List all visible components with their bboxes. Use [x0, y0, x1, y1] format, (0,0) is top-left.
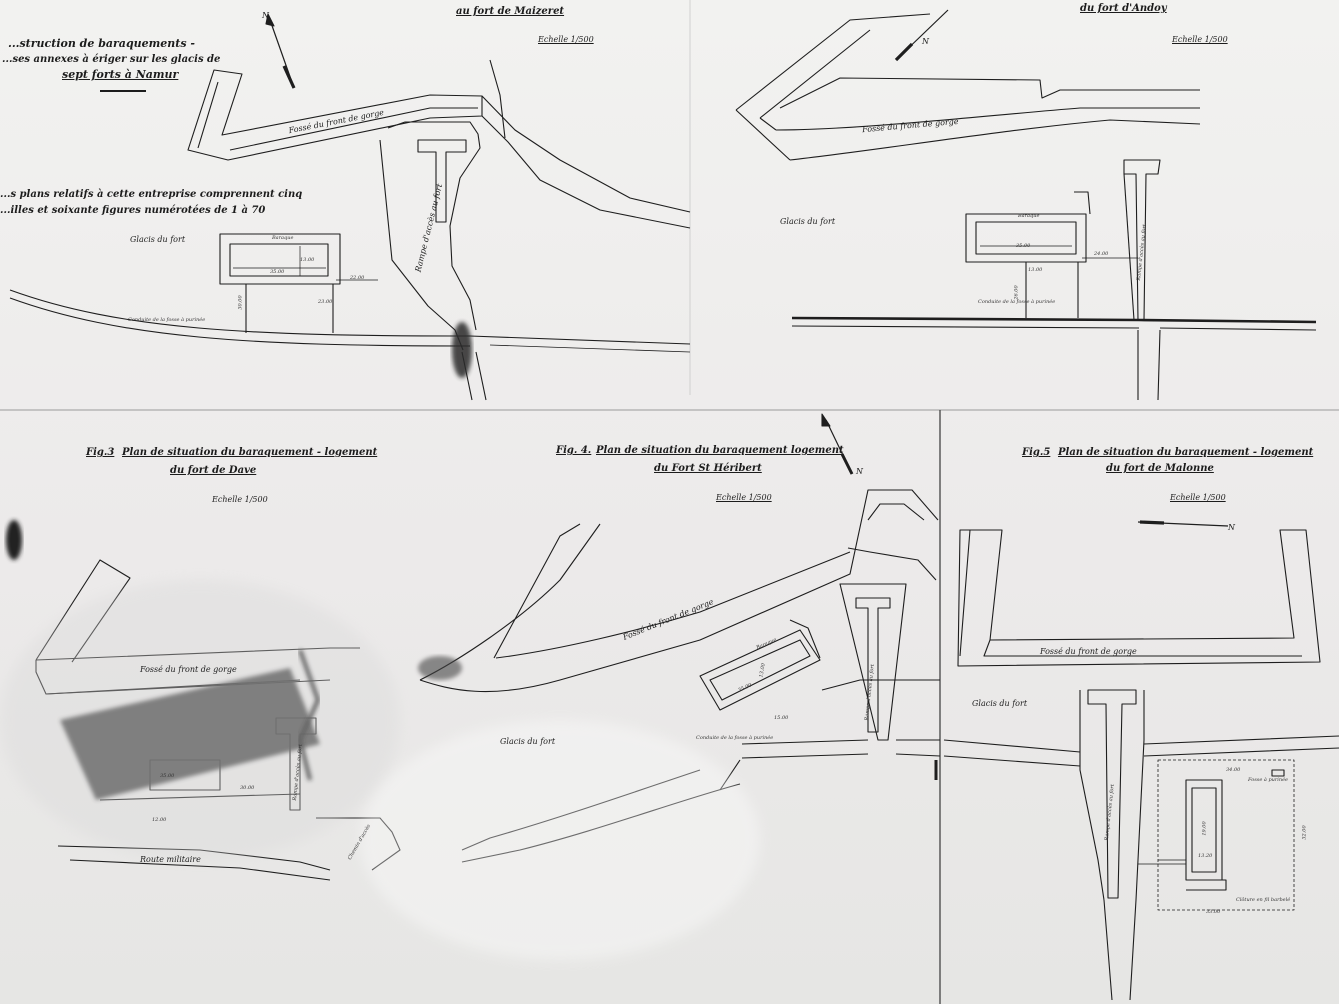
maizeret-dim-3: 23.00	[318, 299, 333, 305]
sheet-title-line-1: ...struction de baraquements -	[8, 37, 195, 50]
malonne-scale: Echelle 1/500	[1170, 493, 1226, 502]
maizeret-plan	[9, 13, 691, 401]
maizeret-dim-width: 13.00	[300, 257, 315, 263]
st-heribert-drain-label: Conduite de la fosse à purinée	[696, 735, 774, 741]
maizeret-dim-offset: 30.00	[237, 295, 244, 310]
maizeret-hut-label: Baraque	[272, 235, 294, 241]
maizeret-dim-length: 35.00	[270, 269, 285, 275]
dave-road-label: Route militaire	[140, 855, 201, 864]
malonne-dim-bottom: 33.00	[1206, 909, 1221, 915]
maizeret-dim-ramp: 22.00	[350, 275, 365, 281]
dave-dim-length: 35.00	[160, 773, 175, 779]
malonne-fence-label: Clôture en fil barbelé	[1236, 897, 1291, 903]
andoy-dim-length: 35.00	[1016, 243, 1031, 249]
sheet-note-line-2: ...illes et soixante figures numérotées …	[0, 205, 266, 216]
maizeret-drain-label: Conduite de la fosse à purinée	[128, 317, 206, 323]
maizeret-scale: Echelle 1/500	[538, 35, 594, 44]
dave-dim-width: 12.00	[152, 817, 167, 823]
andoy-north-letter: N	[922, 37, 929, 46]
malonne-dim-right: 32.00	[1301, 825, 1308, 840]
malonne-north-letter: N	[1228, 523, 1235, 532]
dave-title-line-1: Plan de situation du baraquement - logem…	[122, 447, 378, 458]
andoy-dim-ramp: 24.00	[1094, 251, 1109, 257]
malonne-fig-number: Fig.5	[1022, 447, 1051, 458]
paper-damage	[0, 322, 760, 960]
malonne-dim-hut-length: 19.00	[1201, 821, 1208, 836]
st-heribert-title-line-2: du Fort St Héribert	[654, 463, 762, 474]
sheet-title-line-3: sept forts à Namur	[62, 68, 179, 81]
st-heribert-dim-offset: 15.00	[774, 715, 789, 721]
st-heribert-glacis-label: Glacis du fort	[500, 737, 556, 746]
maizeret-north-letter: N	[262, 11, 269, 20]
dave-ditch-label: Fossé du front de gorge	[140, 665, 237, 674]
malonne-title-line-2: du fort de Malonne	[1106, 463, 1214, 474]
st-heribert-scale: Echelle 1/500	[716, 493, 772, 502]
sheet-title-line-2: ...ses annexes à ériger sur les glacis d…	[2, 54, 221, 65]
malonne-plan	[943, 520, 1339, 1001]
andoy-plan	[735, 9, 1317, 401]
andoy-glacis-label: Glacis du fort	[780, 217, 836, 226]
maizeret-title: au fort de Maizeret	[456, 6, 565, 17]
dave-fig-number: Fig.3	[86, 447, 115, 458]
andoy-dim-offset: 26.00	[1013, 285, 1020, 300]
dave-dim-offset: 30.00	[240, 785, 255, 791]
malonne-glacis-label: Glacis du fort	[972, 699, 1028, 708]
dave-scale: Echelle 1/500	[212, 495, 268, 504]
andoy-scale: Echelle 1/500	[1172, 35, 1228, 44]
dave-title-line-2: du fort de Dave	[170, 465, 257, 476]
st-heribert-title-line-1: Plan de situation du baraquement logemen…	[596, 445, 844, 456]
malonne-dim-hut: 13.20	[1198, 853, 1213, 859]
andoy-dim-width: 13.00	[1028, 267, 1043, 273]
st-heribert-north-letter: N	[856, 467, 863, 476]
st-heribert-fig-number: Fig. 4.	[556, 445, 592, 456]
malonne-dim-top: 34.00	[1226, 767, 1241, 773]
maizeret-glacis-label: Glacis du fort	[130, 235, 186, 244]
malonne-pit-label: Fosse à purinée	[1248, 777, 1289, 783]
andoy-drain-label: Conduite de la fosse à purinée	[978, 299, 1056, 305]
malonne-title-line-1: Plan de situation du baraquement - logem…	[1058, 447, 1314, 458]
title-underline	[100, 90, 146, 92]
malonne-ditch-label: Fossé du front de gorge	[1040, 647, 1137, 656]
sheet-note-line-1: ...s plans relatifs à cette entreprise c…	[0, 189, 303, 200]
andoy-hut-label: Baraque	[1018, 213, 1040, 219]
andoy-title: du fort d'Andoy	[1080, 3, 1167, 14]
